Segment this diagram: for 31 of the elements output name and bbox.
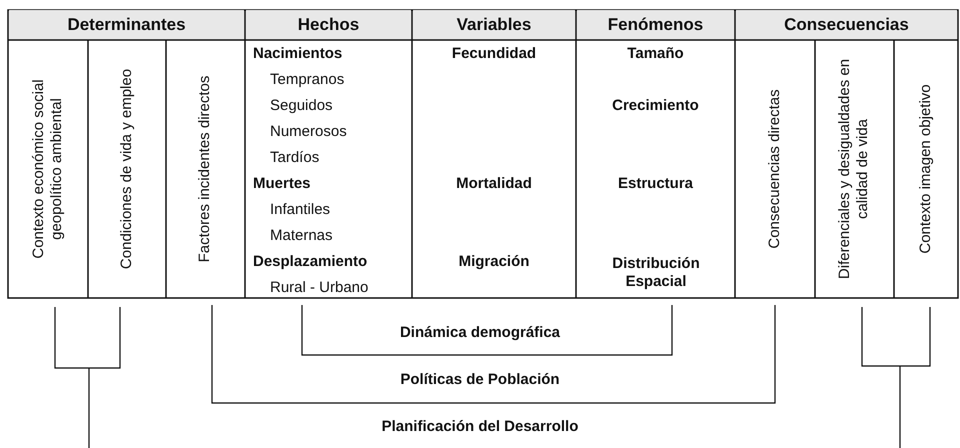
bracket-label: Planificación del Desarrollo [380,418,580,436]
cell-text: Nacimientos [253,45,342,63]
cell-text: Maternas [270,227,333,245]
cell-text: Diferenciales y desigualdades en calidad de vida [836,58,872,282]
bracket-label: Dinámica demográfica [398,324,562,342]
cell-text: Desplazamiento [253,253,368,271]
cell-text: Tardíos [270,149,320,167]
cell-text: Consecuencias directas [766,89,784,249]
cell-text: Seguidos [270,97,333,115]
cell-text: Distribución Espacial [611,255,701,291]
column-header: Hechos [246,10,411,39]
cell-text: Tamaño [626,45,685,63]
column-header: Fenómenos [577,10,734,39]
cell-text: Migración [458,253,530,271]
cell-text: Muertes [253,175,311,193]
cell-text: Mortalidad [455,175,533,193]
bracket-label: Políticas de Población [399,371,561,389]
cell-text: Contexto económico social geopolítico ambiental [30,78,66,261]
column-header: Determinantes [9,10,244,39]
column-header: Consecuencias [736,10,957,39]
cell-text: Fecundidad [450,45,538,63]
cell-text: Numerosos [270,123,347,141]
cell-text: Crecimiento [611,97,700,115]
column-header: Variables [413,10,575,39]
cell-text: Rural - Urbano [270,279,368,297]
cell-text: Tempranos [270,71,344,89]
cell-text: Contexto imagen objetivo [917,84,935,254]
cell-text: Condiciones de vida y empleo [118,68,136,270]
cell-text: Infantiles [270,201,330,219]
cell-text: Factores incidentes directos [196,76,214,262]
cell-text: Estructura [616,175,694,193]
